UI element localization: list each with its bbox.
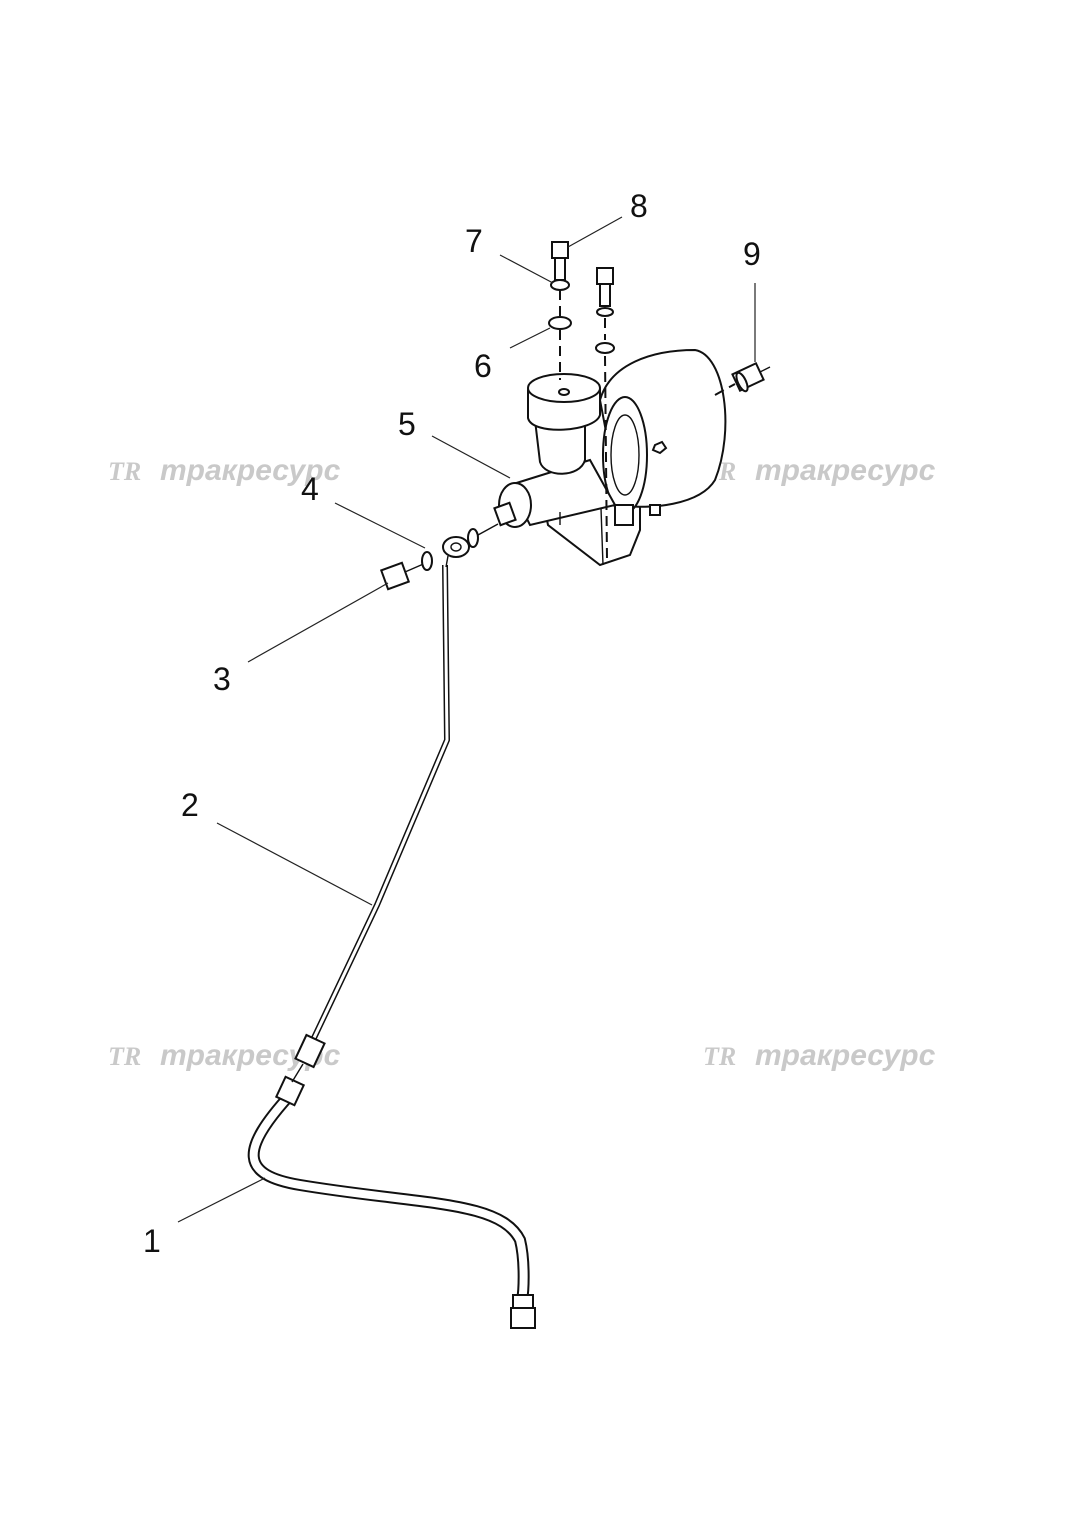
callout-4-washer: 4 xyxy=(301,471,319,507)
leader-8 xyxy=(567,216,623,248)
hose xyxy=(247,1075,536,1329)
watermark-logo: TR xyxy=(703,1042,736,1071)
watermark-logo: TR xyxy=(108,1042,141,1071)
callout-5-master-cylinder: 5 xyxy=(398,406,416,442)
callout-3-banjo-bolt: 3 xyxy=(213,661,231,697)
watermark-text: тракресурс xyxy=(755,454,936,487)
watermark-logo: TR xyxy=(108,457,141,486)
tube xyxy=(291,564,450,1083)
leader-2 xyxy=(216,822,373,906)
leader-7 xyxy=(499,254,554,284)
watermark-text: тракресурс xyxy=(755,1039,936,1072)
watermark-top-right: TR тракресурс xyxy=(703,454,936,487)
watermark-text: тракресурс xyxy=(160,454,341,487)
callout-7-lock-washer: 7 xyxy=(465,223,483,259)
leader-3 xyxy=(247,582,389,663)
booster-fitting xyxy=(714,362,771,396)
callout-8-bolt: 8 xyxy=(630,188,648,224)
callout-9-fitting: 9 xyxy=(743,236,761,272)
banjo-fitting-and-washers xyxy=(421,523,499,571)
leader-4 xyxy=(334,502,426,549)
callout-6-washer: 6 xyxy=(474,348,492,384)
leader-6 xyxy=(509,327,551,349)
callout-1-hose: 1 xyxy=(143,1223,161,1259)
watermark-bottom-right: TR тракресурс xyxy=(703,1039,936,1072)
mounting-bolts xyxy=(548,241,615,561)
watermark-top-left: TR тракресурс xyxy=(108,454,341,487)
callout-2-tube: 2 xyxy=(181,787,199,823)
leader-5 xyxy=(431,435,511,479)
banjo-bolt xyxy=(379,561,429,591)
leader-1 xyxy=(177,1177,266,1223)
master-cylinder xyxy=(493,348,727,567)
